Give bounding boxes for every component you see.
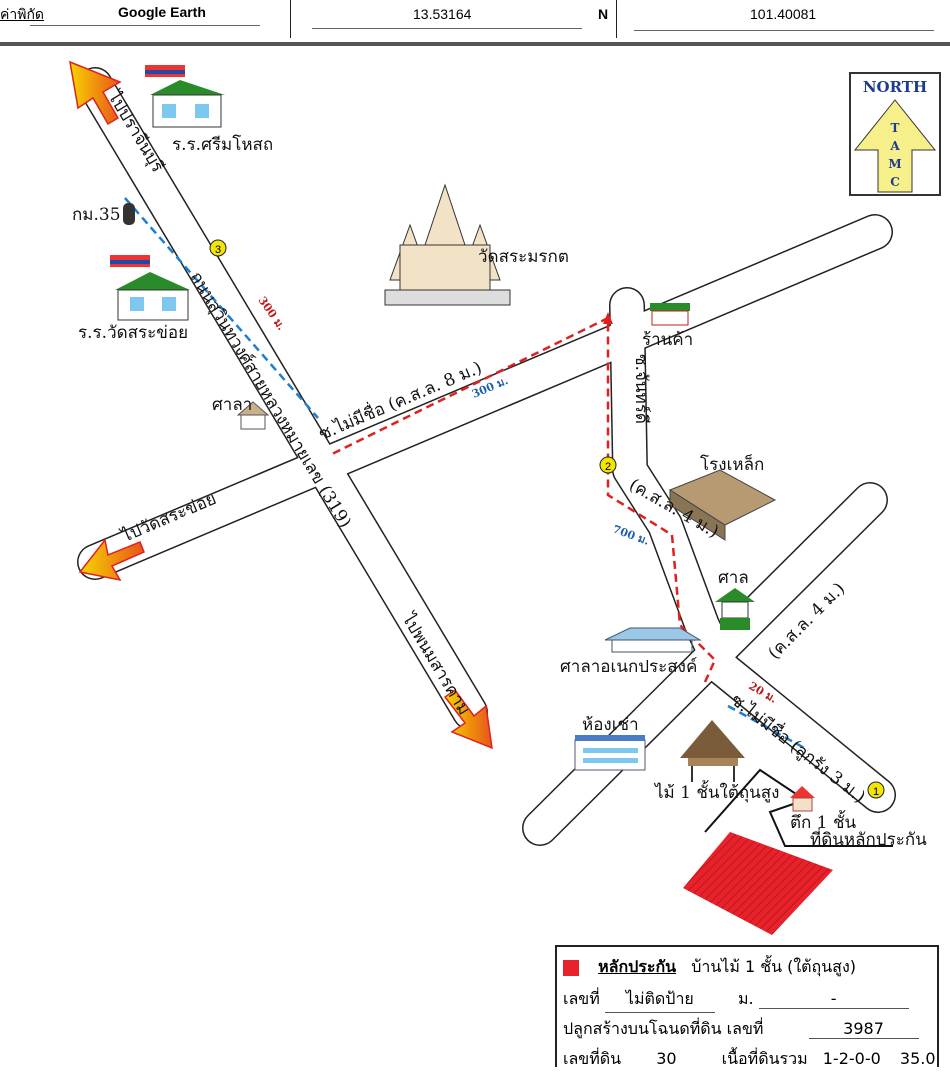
label-temple: วัดสระมรกต [478, 247, 569, 267]
school-icon [110, 255, 190, 321]
legend-land-row: เลขที่ดิน 30 เนื้อที่ดินรวม 1-2-0-0 35.0 [563, 1047, 936, 1075]
legend-number-row: เลขที่ ไม่ติดป้าย ม. - [563, 987, 909, 1015]
area-extra: 35.0 [899, 1049, 936, 1068]
brick-house-icon [790, 786, 815, 812]
latitude-direction: N [598, 6, 609, 22]
parcel-swatch [563, 959, 579, 976]
label-sala: ศาลา [212, 395, 252, 415]
latitude-cell: 13.53164 N [290, 0, 617, 38]
longitude-cell: 101.40081 [616, 0, 950, 38]
underline [312, 28, 582, 29]
number-value: ไม่ติดป้าย [604, 987, 715, 1013]
svg-text:NORTH: NORTH [863, 78, 927, 96]
deed-value: 3987 [808, 1019, 919, 1039]
label-school2: ร.ร.วัดสระข่อย [78, 323, 188, 343]
label-shop: ร้านค้า [642, 330, 693, 350]
land-no-label: เลขที่ดิน [563, 1049, 622, 1068]
route-red-arrowhead-icon [603, 312, 613, 324]
arrow-to-prachinburi-icon [69, 60, 122, 126]
multipurpose-sala-icon [604, 627, 702, 653]
longitude-value: 101.40081 [750, 6, 817, 22]
label-soi-jundee: ซ.จันทร์ดี [631, 354, 651, 424]
sala-icon [236, 401, 270, 430]
label-brick-house: ตึก 1 ชั้น [790, 810, 856, 833]
svg-text:2: 2 [605, 461, 611, 473]
label-school1: ร.ร.ศรีมโหสถ [172, 134, 273, 155]
header-bar: ค่าพิกัด Google Earth 13.53164 N 101.400… [0, 0, 950, 46]
land-no-value: 30 [656, 1049, 677, 1068]
legend-title: หลักประกัน [598, 957, 677, 976]
collateral-parcel [683, 832, 833, 935]
area-label: เนื้อที่ดินรวม [721, 1049, 808, 1068]
svg-text:A: A [889, 139, 900, 153]
moo-value: - [758, 989, 909, 1009]
svg-text:3: 3 [215, 244, 221, 256]
svg-text:1: 1 [873, 786, 879, 798]
parcel-boundary [704, 768, 893, 847]
underline [634, 30, 934, 31]
rental-room-icon [574, 735, 646, 771]
collateral-legend: หลักประกัน บ้านไม้ 1 ชั้น (ใต้ถุนสูง) เล… [555, 945, 939, 1068]
arrow-to-wat-sa-khoi-icon [78, 538, 145, 582]
north-arrow-box: NORTH T A M C [849, 72, 941, 196]
route-blue-300 [124, 197, 319, 419]
deed-label: ปลูกสร้างบนโฉนดที่ดิน เลขที่ [563, 1019, 764, 1038]
moo-label: ม. [737, 989, 754, 1008]
roads [77, 67, 896, 846]
marker-1: 1 [867, 781, 885, 799]
label-steel-factory: โรงเหล็ก [700, 453, 764, 475]
latitude-value: 13.53164 [413, 6, 472, 22]
km-marker-icon [123, 203, 135, 225]
svg-text:C: C [890, 175, 900, 189]
coord-label: ค่าพิกัด [0, 6, 45, 22]
north-arrow-icon [853, 99, 937, 193]
area-value: 1-2-0-0 [822, 1049, 881, 1068]
shrine-icon [715, 588, 755, 630]
label-rental-room: ห้องเช่า [582, 715, 639, 735]
wood-house-icon [680, 720, 745, 782]
shop-icon [650, 303, 690, 326]
label-km-marker: กม.35 [72, 205, 121, 225]
legend-title-value: บ้านไม้ 1 ชั้น (ใต้ถุนสูง) [691, 957, 856, 976]
underline [30, 25, 260, 26]
number-label: เลขที่ [563, 989, 600, 1008]
legend-deed-row: ปลูกสร้างบนโฉนดที่ดิน เลขที่ 3987 [563, 1017, 919, 1045]
marker-2: 2 [599, 456, 617, 474]
route-blue-20 [727, 704, 809, 752]
marker-3: 3 [209, 239, 227, 257]
label-collateral-land: ที่ดินหลักประกัน [810, 827, 927, 850]
school-icon [145, 65, 225, 128]
temple-icon [384, 183, 511, 306]
svg-text:M: M [888, 157, 901, 171]
label-shrine: ศาล [718, 568, 749, 588]
legend-title-row: หลักประกัน บ้านไม้ 1 ชั้น (ใต้ถุนสูง) [563, 955, 856, 983]
source-value: Google Earth [118, 4, 206, 20]
label-multipurpose-sala: ศาลาอเนกประสงค์ [560, 657, 697, 677]
label-wood-house: ไม้ 1 ชั้นใต้ถุนสูง [653, 780, 779, 803]
arrow-to-phanom-sarakham-icon [443, 688, 493, 750]
source-cell: ค่าพิกัด Google Earth [0, 0, 291, 38]
steel-factory-icon [668, 469, 777, 541]
svg-text:T: T [891, 121, 900, 135]
